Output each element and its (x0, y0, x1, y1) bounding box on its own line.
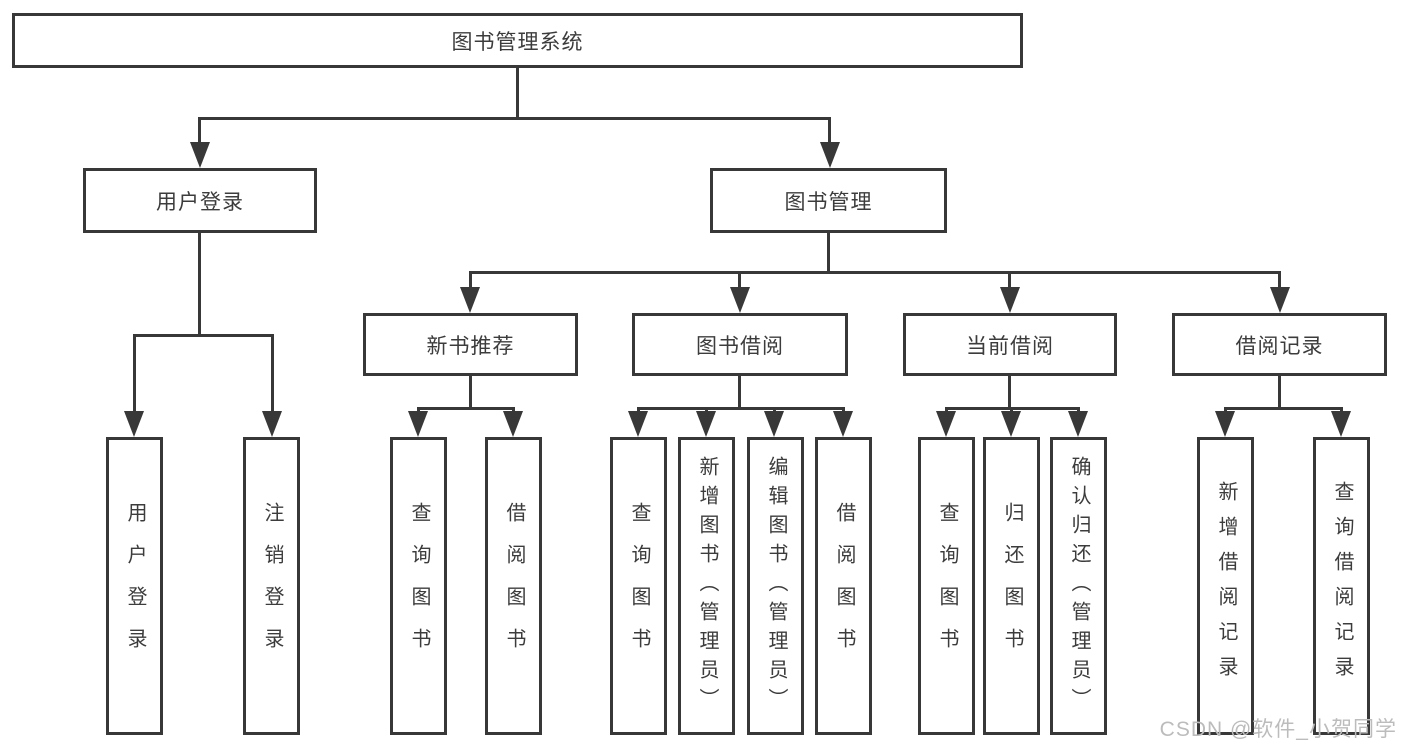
node-label: 查询图书 (628, 502, 650, 670)
node-label: 新增图书（管理员） (696, 455, 718, 717)
arrowhead (503, 411, 523, 437)
node-borrow-records: 借阅记录 (1172, 313, 1387, 376)
connector (469, 271, 1281, 274)
connector (738, 271, 741, 289)
node-user-login: 用户登录 (83, 168, 317, 233)
node-label: 编辑图书（管理员） (765, 455, 787, 717)
connector (469, 375, 472, 410)
connector (637, 407, 845, 410)
arrowhead (764, 411, 784, 437)
node-book-borrow: 图书借阅 (632, 313, 848, 376)
csdn-watermark: CSDN @软件_小贺同学 (1159, 718, 1397, 741)
node-label: 用户登录 (156, 190, 244, 214)
connector (198, 232, 201, 337)
node-label: 用户登录 (124, 502, 146, 670)
arrowhead (1001, 411, 1021, 437)
node-label: 图书管理 (784, 190, 873, 214)
leaf-borrow-add-admin: 新增图书（管理员） (678, 437, 735, 735)
arrowhead (820, 142, 840, 168)
node-label: 确认归还（管理员） (1068, 455, 1090, 717)
leaf-records-add: 新增借阅记录 (1197, 437, 1254, 735)
leaf-current-query: 查询图书 (918, 437, 975, 735)
node-new-book-recommend: 新书推荐 (363, 313, 578, 376)
connector (417, 407, 515, 410)
node-label: 注销登录 (261, 502, 283, 670)
node-label: 当前借阅 (966, 334, 1054, 358)
connector (1278, 375, 1281, 410)
connector (827, 232, 830, 274)
arrowhead (833, 411, 853, 437)
node-label: 新增借阅记录 (1215, 481, 1237, 691)
arrowhead (696, 411, 716, 437)
connector (133, 334, 274, 337)
connector (1278, 271, 1281, 289)
leaf-logout: 注销登录 (243, 437, 300, 735)
arrowhead (1068, 411, 1088, 437)
node-label: 图书管理系统 (451, 30, 584, 54)
arrowhead (190, 142, 210, 168)
node-current-borrow: 当前借阅 (903, 313, 1117, 376)
node-label: 查询借阅记录 (1331, 481, 1353, 691)
connector (198, 117, 201, 145)
arrowhead (124, 411, 144, 437)
leaf-borrow-book: 借阅图书 (815, 437, 872, 735)
leaf-records-query: 查询借阅记录 (1313, 437, 1370, 735)
connector (828, 117, 831, 145)
arrowhead (1000, 287, 1020, 313)
connector (133, 334, 136, 413)
connector (469, 271, 472, 289)
node-label: 查询图书 (408, 502, 430, 670)
connector (198, 117, 831, 120)
node-root-system: 图书管理系统 (12, 13, 1023, 68)
connector (1224, 407, 1343, 410)
connector (1008, 375, 1011, 410)
node-label: 图书借阅 (696, 334, 784, 358)
node-label: 查询图书 (936, 502, 958, 670)
node-label: 借阅图书 (503, 502, 525, 670)
arrowhead (408, 411, 428, 437)
arrowhead (628, 411, 648, 437)
node-label: 归还图书 (1001, 502, 1023, 670)
leaf-user-login: 用户登录 (106, 437, 163, 735)
connector (738, 375, 741, 410)
node-label: 借阅记录 (1235, 334, 1324, 358)
connector (271, 334, 274, 413)
leaf-newbook-borrow: 借阅图书 (485, 437, 542, 735)
arrowhead (460, 287, 480, 313)
leaf-current-confirm-admin: 确认归还（管理员） (1050, 437, 1107, 735)
leaf-borrow-edit-admin: 编辑图书（管理员） (747, 437, 804, 735)
arrowhead (1270, 287, 1290, 313)
arrowhead (1331, 411, 1351, 437)
leaf-current-return: 归还图书 (983, 437, 1040, 735)
arrowhead (1215, 411, 1235, 437)
node-book-management: 图书管理 (710, 168, 947, 233)
arrowhead (936, 411, 956, 437)
arrowhead (262, 411, 282, 437)
arrowhead (730, 287, 750, 313)
leaf-borrow-query: 查询图书 (610, 437, 667, 735)
connector (1008, 271, 1011, 289)
node-label: 借阅图书 (833, 502, 855, 670)
leaf-newbook-query: 查询图书 (390, 437, 447, 735)
node-label: 新书推荐 (426, 334, 515, 358)
connector (516, 67, 519, 118)
